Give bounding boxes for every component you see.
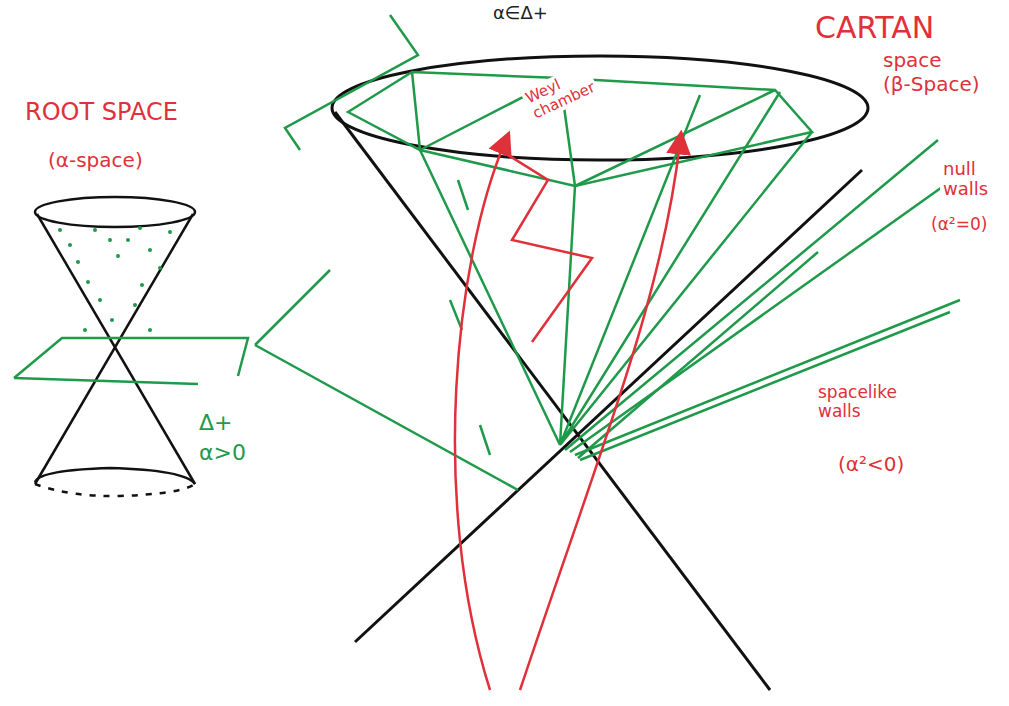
wall-label: spacelike walls	[815, 382, 900, 421]
root-label: Δ+	[196, 410, 235, 436]
cartan-cone	[332, 56, 868, 690]
space-title: (α-space)	[45, 148, 146, 172]
trajectories	[455, 142, 680, 690]
chamber-label: Weyl chamber	[520, 61, 600, 123]
wall-label: null walls	[940, 158, 991, 200]
root-label: α>0	[196, 440, 249, 466]
space-title: space	[880, 48, 945, 72]
walls	[255, 15, 960, 490]
root-plane	[14, 338, 248, 384]
wall-label: (α²<0)	[835, 452, 907, 476]
space-title: CARTAN	[812, 10, 937, 45]
top-label: α∈Δ+	[490, 2, 551, 24]
space-title: (β-Space)	[880, 72, 983, 96]
wall-label: (α²=0)	[928, 214, 990, 235]
root-cone	[35, 197, 195, 496]
space-title: ROOT SPACE	[22, 98, 181, 126]
root-dots	[58, 226, 172, 332]
